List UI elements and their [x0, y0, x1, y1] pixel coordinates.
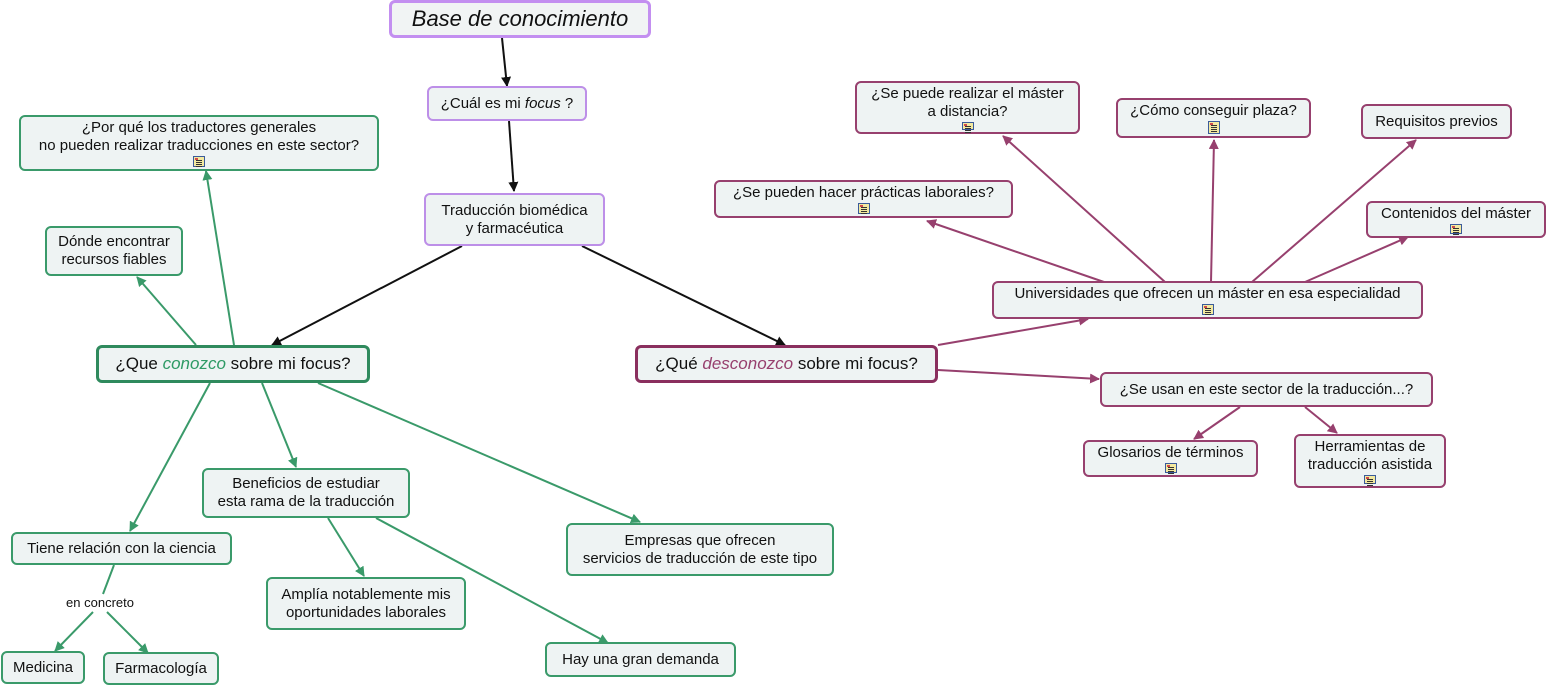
edge-focus-to-known [271, 245, 463, 346]
root-concept[interactable]: Base de conocimiento [389, 0, 651, 38]
unknown-requirements[interactable]: Requisitos previos [1361, 104, 1512, 139]
edge-phrase-to-medicine [54, 611, 94, 652]
linking-phrase-en-concreto: en concreto [55, 593, 145, 613]
known-opportunities[interactable]: Amplía notablemente mis oportunidades la… [266, 577, 466, 630]
companies-line1: Empresas que ofrecen [624, 531, 776, 549]
distance-line2: a distancia? [927, 103, 1008, 120]
opportunities-line2: oportunidades laborales [285, 603, 447, 621]
document-note-icon[interactable] [1450, 224, 1462, 234]
known-high-demand[interactable]: Hay una gran demanda [545, 642, 736, 677]
known-pharmacology[interactable]: Farmacología [103, 652, 219, 685]
unknown-master-contents[interactable]: Contenidos del máster [1366, 201, 1546, 238]
edge-known-to-science [129, 382, 211, 532]
edge-known-to-benefits [261, 382, 298, 468]
linking-phrase-text: en concreto [66, 595, 134, 610]
why-line2: no pueden realizar traducciones en este … [38, 137, 360, 154]
edge-known-to-why [202, 170, 235, 346]
edge-known-to-companies [317, 382, 641, 524]
unknown-distance-master[interactable]: ¿Se puede realizar el máster a distancia… [855, 81, 1080, 134]
unknown-universities[interactable]: Universidades que ofrecen un máster en e… [992, 281, 1423, 319]
known-medicine[interactable]: Medicina [1, 651, 85, 684]
document-note-icon[interactable] [857, 203, 870, 214]
unknown-get-place[interactable]: ¿Cómo conseguir plaza? [1116, 98, 1311, 138]
focus-question[interactable]: ¿Cuál es mi focus ? [427, 86, 587, 121]
resources-line2: recursos fiables [61, 251, 167, 268]
why-line1: ¿Por qué los traductores generales [81, 119, 317, 136]
focus-line1: Traducción biomédica [441, 201, 588, 219]
known-benefits[interactable]: Beneficios de estudiar esta rama de la t… [202, 468, 410, 518]
edge-unknown-to-universities [937, 315, 1089, 346]
medicine-label: Medicina [12, 658, 74, 676]
companies-line2: servicios de traducción de este tipo [582, 549, 818, 567]
document-note-icon[interactable] [961, 122, 974, 130]
edge-benefits-to-demand [375, 517, 609, 644]
demand-label: Hay una gran demanda [562, 650, 719, 668]
document-note-icon[interactable] [193, 156, 205, 167]
edge-used-to-glossaries [1193, 406, 1241, 440]
unknown-main[interactable]: ¿Qué desconozco sobre mi focus? [635, 345, 938, 383]
unknown-internships[interactable]: ¿Se pueden hacer prácticas laborales? [714, 180, 1013, 218]
known-main[interactable]: ¿Que conozco sobre mi focus? [96, 345, 370, 383]
known-why-general-translators[interactable]: ¿Por qué los traductores generales no pu… [19, 115, 379, 171]
benefits-line1: Beneficios de estudiar [232, 475, 380, 492]
pharmacology-label: Farmacología [115, 659, 207, 677]
opportunities-line1: Amplía notablemente mis [281, 585, 451, 603]
unknown-used-in-sector[interactable]: ¿Se usan en este sector de la traducción… [1100, 372, 1433, 407]
focus-question-text: ¿Cuál es mi focus ? [440, 94, 574, 112]
unknown-cat-tools[interactable]: Herramientas de traducción asistida [1294, 434, 1446, 488]
resources-line1: Dónde encontrar [58, 233, 170, 250]
tools-line2: traducción asistida [1307, 456, 1433, 473]
edge-root-to-focus-question [501, 37, 512, 87]
edge-universities-to-contents [1304, 236, 1409, 283]
document-note-icon[interactable] [1164, 463, 1177, 473]
edge-universities-to-internships [926, 219, 1105, 283]
tools-line1: Herramientas de [1314, 438, 1426, 455]
edge-science-to-phrase [102, 564, 115, 595]
focus-line2: y farmacéutica [465, 219, 564, 237]
edge-used-to-tools [1304, 406, 1338, 434]
used-label: ¿Se usan en este sector de la traducción… [1119, 380, 1414, 398]
science-label: Tiene relación con la ciencia [27, 539, 216, 557]
contents-label: Contenidos del máster [1380, 205, 1532, 222]
known-resources[interactable]: Dónde encontrar recursos fiables [45, 226, 183, 276]
edge-universities-to-requirements [1251, 139, 1417, 283]
glossaries-label: Glosarios de términos [1097, 444, 1244, 461]
edge-known-to-resources [136, 276, 197, 346]
edge-universities-to-distance [1002, 135, 1166, 283]
benefits-line2: esta rama de la traducción [217, 493, 395, 510]
edge-unknown-to-used [937, 369, 1100, 384]
internships-label: ¿Se pueden hacer prácticas laborales? [733, 184, 994, 201]
edge-focus-question-to-focus [508, 120, 519, 192]
edge-focus-to-unknown [581, 245, 786, 346]
document-note-icon[interactable] [1207, 121, 1220, 134]
document-note-icon[interactable] [1201, 304, 1214, 315]
focus-topic[interactable]: Traducción biomédica y farmacéutica [424, 193, 605, 246]
unknown-main-text: ¿Qué desconozco sobre mi focus? [655, 354, 918, 373]
universities-label: Universidades que ofrecen un máster en e… [1014, 285, 1401, 302]
edge-phrase-to-pharmacology [106, 611, 149, 654]
known-companies[interactable]: Empresas que ofrecen servicios de traduc… [566, 523, 834, 576]
edge-benefits-to-opportunities [327, 517, 365, 577]
distance-line1: ¿Se puede realizar el máster [871, 85, 1064, 102]
place-label: ¿Cómo conseguir plaza? [1130, 102, 1297, 119]
known-main-text: ¿Que conozco sobre mi focus? [115, 354, 351, 373]
unknown-glossaries[interactable]: Glosarios de términos [1083, 440, 1258, 477]
edge-universities-to-place [1208, 139, 1219, 283]
requirements-label: Requisitos previos [1375, 112, 1498, 130]
root-label: Base de conocimiento [411, 6, 629, 31]
document-note-icon[interactable] [1364, 475, 1376, 484]
known-science[interactable]: Tiene relación con la ciencia [11, 532, 232, 565]
